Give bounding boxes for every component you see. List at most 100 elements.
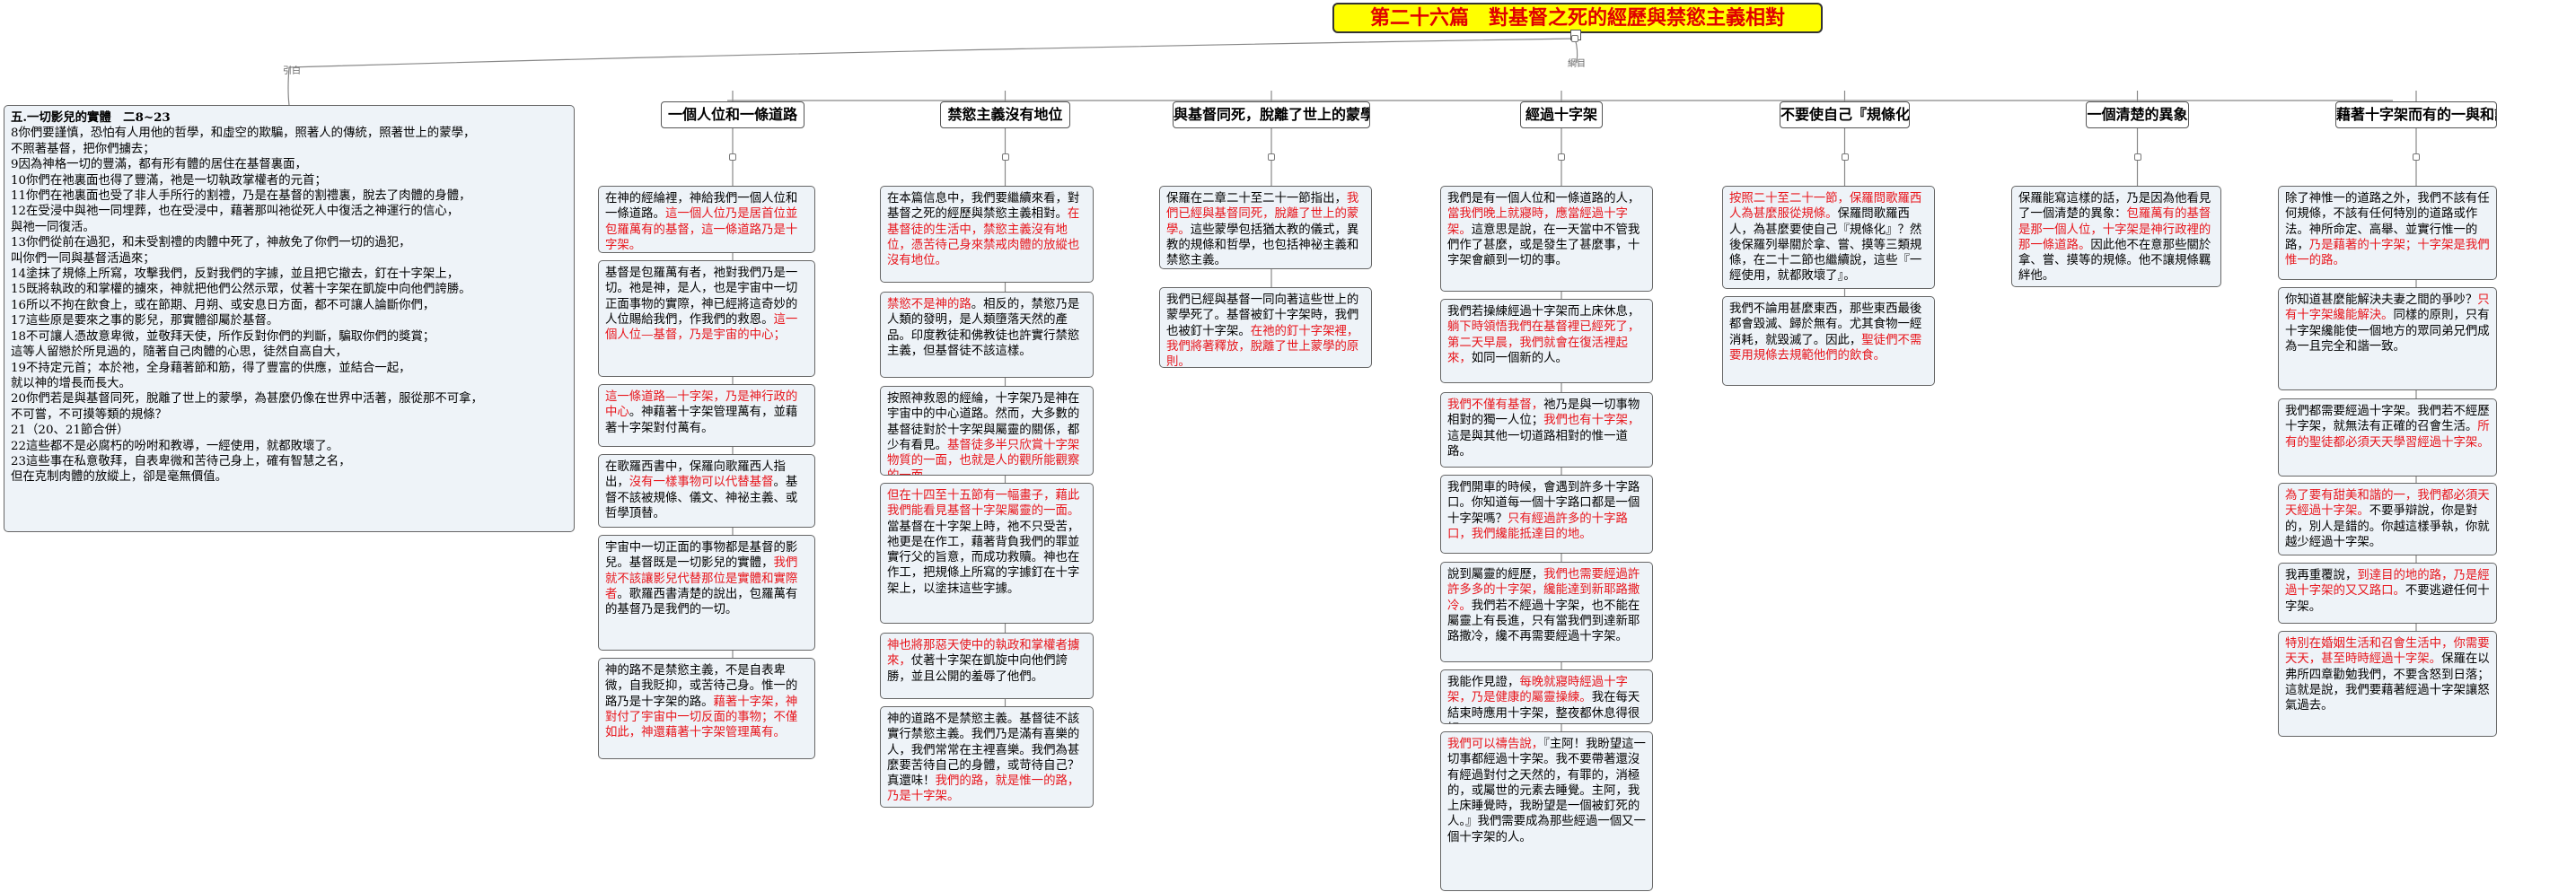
- note-text: 在歌羅西書中，保羅向歌羅西人指出，: [605, 460, 786, 490]
- note-box[interactable]: 特別在婚姻生活和召會生活中，你需要天天，甚至時時經過十字架。保羅在以弗所四章勸勉…: [2278, 631, 2497, 737]
- connector-dot: [1841, 153, 1849, 161]
- note-text: 說到屬靈的經歷，: [1447, 568, 1544, 582]
- note-box[interactable]: 我再重覆說，到達目的地的路，乃是經過十字架的又又路口。不要逃避任何十字架。: [2278, 563, 2497, 624]
- column-header-5[interactable]: 不要使自己『規條化』: [1780, 101, 1910, 128]
- note-text: 。神藉著十字架管理萬有，並藉著十字架對付萬有。: [605, 406, 798, 435]
- scripture-line: 20你們若是與基督同死，脫離了世上的蒙學，為甚麼仍像在世界中活著，服從那不可拿，: [11, 392, 483, 407]
- highlight-text: 但在十四至十五節有一幅畫子，藉此我們能看見基督十字架屬靈的一面。: [887, 489, 1080, 519]
- note-text: 我在每天結束時應用十字架，整夜都休息得很好。: [1447, 691, 1640, 723]
- highlight-text: 每晚就寢時經過十字架，乃是健康的屬靈操練。: [1447, 676, 1628, 705]
- scripture-line: 8你們要謹慎，恐怕有人用他的哲學，和虛空的欺騙，照著人的傳統，照著世上的蒙學，: [11, 127, 476, 141]
- column-header-7[interactable]: 藉著十字架而有的一與和諧: [2335, 101, 2497, 128]
- note-box[interactable]: 神的道路不是禁慾主義。基督徒不該實行禁慾主義。我們乃是滿有喜樂的人，我們常常在主…: [880, 706, 1094, 808]
- connector-dot: [2413, 153, 2420, 161]
- note-box[interactable]: 我們若操練經過十字架而上床休息，躺下時領悟我們在基督裡已經死了，第二天早晨，我們…: [1440, 299, 1653, 383]
- scripture-line: 不可嘗，不可摸等類的規條？: [11, 407, 168, 422]
- scripture-line: 但在克制肉體的放縱上，卻是毫無價值。: [11, 470, 228, 485]
- note-box[interactable]: 但在十四至十五節有一幅畫子，藉此我們能看見基督十字架屬靈的一面。當基督在十字架上…: [880, 483, 1094, 624]
- note-text: 『主阿！我盼望這一切事都經過十字架。我不要帶著還沒有經過對付之天然的，有罪的，消…: [1447, 738, 1646, 844]
- note-text: 不要逃避任何十字架。: [2285, 584, 2490, 614]
- note-text: 宇宙中一切正面的事物都是基督的影兒。基督既是一切影兒的實體，: [605, 541, 798, 571]
- note-box[interactable]: 在歌羅西書中，保羅向歌羅西人指出，沒有一樣事物可以代替基督。基督不該被規條、儀文…: [598, 454, 815, 528]
- note-box[interactable]: 我們是有一個人位和一條道路的人，當我們晚上就寢時，應當經過十字架。這意思是說，在…: [1440, 186, 1653, 292]
- scripture-line: 叫你們一同與基督活過來；: [11, 251, 155, 266]
- note-text: 我能作見證，: [1447, 676, 1520, 689]
- highlight-text: 為了要有甜美和諧的一，我們都必須天天經過十字架。: [2285, 489, 2490, 519]
- note-box[interactable]: 我們開車的時候，會遇到許多十字路口。你知道每一個十字路口都是一個十字架嗎？只有經…: [1440, 475, 1653, 554]
- column-header-1[interactable]: 一個人位和一條道路: [661, 101, 804, 128]
- note-box[interactable]: 保羅能寫這樣的話，乃是因為他看見了一個清楚的異象：包羅萬有的基督是那一個人位，十…: [2011, 186, 2221, 287]
- highlight-text: 乃是藉著的十字架；十字架是我們惟一的路。: [2285, 238, 2490, 268]
- note-text: 仗著十字架在凱旋中向他們誇勝，並且公開的羞辱了他們。: [887, 654, 1068, 684]
- note-box[interactable]: 除了神惟一的道路之外，我們不該有任何規條，不該有任何特別的道路或作法。神所命定、…: [2278, 186, 2497, 280]
- note-text: 神的道路不是禁慾主義。基督徒不該實行禁慾主義。我們乃是滿有喜樂的人，我們常常在主…: [887, 713, 1080, 789]
- highlight-text: 在祂的釘十字架裡，我們將著釋放，脫離了世上蒙學的原則。: [1166, 324, 1359, 368]
- note-text: 這是與其他一切道路相對的惟一道路。: [1447, 429, 1628, 459]
- column-header-3[interactable]: 與基督同死，脫離了世上的蒙學: [1173, 101, 1370, 128]
- highlight-text: 我們也有十字架，: [1543, 414, 1640, 428]
- note-box[interactable]: 我們都需要經過十字架。我們若不經歷十字架，就無法有正確的召會生活。所有的聖徒都必…: [2278, 398, 2497, 477]
- note-box[interactable]: 宇宙中一切正面的事物都是基督的影兒。基督既是一切影兒的實體，我們就不該讓影兒代替…: [598, 535, 815, 651]
- root-topic[interactable]: 第二十六篇 對基督之死的經歷與禁慾主義相對: [1332, 3, 1823, 33]
- scripture-line: 13你們從前在過犯，和未受割禮的肉體中死了，神赦免了你們一切的過犯，: [11, 236, 411, 250]
- note-text: 保羅在二章二十至二十一節指出，: [1166, 192, 1347, 206]
- highlight-text: 我們不僅有基督，: [1447, 398, 1544, 412]
- note-box[interactable]: 你知道甚麼能解決夫妻之間的爭吵？只有十字架纔能解決。同樣的原則，只有十字架纔能使…: [2278, 287, 2497, 390]
- note-text: 保羅問歌羅西人，為甚麼要使自己『規條化』？然後保羅列舉關於拿、嘗、摸等三類規條，…: [1729, 207, 1922, 284]
- note-box[interactable]: 我們已經與基督一同向著這些世上的蒙學死了。基督被釘十字架時，我們也被釘十字架。在…: [1159, 287, 1372, 368]
- note-box[interactable]: 按照二十至二十一節，保羅問歌羅西人為甚麼服從規條。保羅問歌羅西人，為甚麼要使自己…: [1722, 186, 1935, 289]
- highlight-text: 在基督徒的生活中，禁慾主義沒有地位，憑苦待己身來禁戒肉體的放縱也沒有地位。: [887, 207, 1080, 268]
- note-text: 我們已經與基督一同向著這些世上的蒙學死了。基督被釘十字架時，我們也被釘十字架。: [1166, 293, 1359, 338]
- scripture-line: 與祂一同復活。: [11, 220, 95, 234]
- connector-dot: [1571, 35, 1578, 42]
- note-box[interactable]: 我能作見證，每晚就寢時經過十字架，乃是健康的屬靈操練。我在每天結束時應用十字架，…: [1440, 669, 1653, 724]
- column-header-2[interactable]: 禁慾主義沒有地位: [940, 101, 1070, 128]
- scripture-line: 不照著基督，把你們擄去；: [11, 142, 155, 156]
- note-box[interactable]: 神的路不是禁慾主義，不是自表卑微，自我貶抑，或苦待己身。惟一的路乃是十字架的路。…: [598, 658, 815, 759]
- note-text: 。基督不該被規條、儀文、神祕主義、或哲學頂替。: [605, 476, 798, 520]
- scripture-line: 19不持定元首；本於祂，全身藉著節和筋，得了豐富的供應，並結合一起，: [11, 361, 411, 375]
- highlight-text: 只有十字架纔能解決。: [2285, 293, 2490, 323]
- note-text: 我再重覆說，: [2285, 569, 2358, 582]
- column-header-6[interactable]: 一個清楚的異象: [2086, 101, 2189, 128]
- highlight-text: 我們就不該讓影兒代替那位是實體和實際者: [605, 556, 798, 601]
- note-box[interactable]: 我們不論用甚麼東西，那些東西最後都會毀滅、歸於無有。尤其食物一經消耗，就毀滅了。…: [1722, 296, 1935, 386]
- note-box[interactable]: 按照神救恩的經綸，十字架乃是神在宇宙中的中心道路。然而，大多數的基督徒對於十字架…: [880, 386, 1094, 476]
- note-text: 保羅能寫這樣的話，乃是因為他看見了一個清楚的異象：: [2018, 192, 2211, 222]
- note-text: 我們若不經過十字架，也不能在屬靈上有長進，只有當我們到達新耶路撒冷，纔不再需要經…: [1447, 599, 1640, 644]
- scripture-line: 12在受浸中與祂一同埋葬，也在受浸中，藉著那叫祂從死人中復活之神運行的信心，: [11, 205, 460, 219]
- scripture-line: 16所以不拘在飲食上，或在節期、月朔、或安息日方面，都不可讓人論斷你們，: [11, 298, 435, 312]
- scripture-line: 10你們在祂裏面也得了豐滿，祂是一切執政掌權者的元首；: [11, 173, 327, 188]
- note-box[interactable]: 我們可以禱告說，『主阿！我盼望這一切事都經過十字架。我不要帶著還沒有經過對付之天…: [1440, 731, 1653, 891]
- column-header-4[interactable]: 經過十字架: [1520, 101, 1603, 128]
- scripture-line: 18不可讓人憑故意卑微，並敬拜天使，所作反對你們的判斷，騙取你們的獎賞；: [11, 329, 435, 344]
- connector-dot: [1001, 153, 1009, 161]
- note-text: 同樣的原則，只有十字架纔能使一個地方的眾同弟兄們成為一且完全和諧一致。: [2285, 309, 2490, 354]
- note-box[interactable]: 保羅在二章二十至二十一節指出，我們已經與基督同死，脫離了世上的蒙學。這些蒙學包括…: [1159, 186, 1372, 269]
- note-box[interactable]: 在神的經綸裡，神給我們一個人位和一條道路。這一個人位乃是居首位並包羅萬有的基督，…: [598, 186, 815, 253]
- note-box[interactable]: 為了要有甜美和諧的一，我們都必須天天經過十字架。不要爭辯說，你是對的，別人是錯的…: [2278, 483, 2497, 555]
- highlight-text: 特別在婚姻生活和召會生活中，你需要天天，甚至時時經過十字架。: [2285, 637, 2490, 667]
- highlight-text: 按照二十至二十一節，保羅問歌羅西人為甚麼服從規條。: [1729, 192, 1922, 222]
- note-box[interactable]: 這一條道路—十字架，乃是神行政的中心。神藉著十字架管理萬有，並藉著十字架對付萬有…: [598, 384, 815, 447]
- note-box[interactable]: 說到屬靈的經歷，我們也需要經過許許多多的十字架，纔能達到新耶路撒冷。我們若不經過…: [1440, 562, 1653, 662]
- note-box[interactable]: 神也將那惡天使中的執政和掌權者擄來，仗著十字架在凱旋中向他們誇勝，並且公開的羞辱…: [880, 633, 1094, 699]
- intro-scripture-box[interactable]: 五.一切影兒的實體 二8~23 8你們要謹慎，恐怕有人用他的哲學，和虛空的欺騙，…: [4, 105, 575, 532]
- note-text: 除了神惟一的道路之外，我們不該有任何規條，不該有任何特別的道路或作法。神所命定、…: [2285, 192, 2490, 252]
- note-box[interactable]: 基督是包羅萬有者，祂對我們乃是一切。祂是神，是人，也是宇宙中一切正面事物的實際，…: [598, 260, 815, 377]
- note-text: 按照神救恩的經綸，十字架乃是神在宇宙中的中心道路。然而，大多數的基督徒對於十字架…: [887, 392, 1080, 452]
- scripture-line: 11你們在祂裏面也受了非人手所行的割禮，乃是在基督的割禮裏，脫去了肉體的身體，: [11, 189, 471, 204]
- note-box[interactable]: 在本篇信息中，我們要繼續來看，對基督之死的經歷與禁慾主義相對。在基督徒的生活中，…: [880, 186, 1094, 283]
- note-box[interactable]: 我們不僅有基督，祂乃是與一切事物相對的獨一人位；我們也有十字架，這是與其他一切道…: [1440, 392, 1653, 468]
- note-text: 神的路不是禁慾主義，不是自表卑微，自我貶抑，或苦待己身。惟一的路乃是十字架的路。: [605, 664, 798, 709]
- scripture-line: 22這些都不是必腐朽的吩咐和教導，一經使用，就都敗壞了。: [11, 439, 339, 453]
- highlight-text: 躺下時領悟我們在基督裡已經死了，第二天早晨，我們就會在復活裡起來，: [1447, 320, 1640, 365]
- highlight-text: 當我們晚上就寢時，應當經過十字架。: [1447, 207, 1628, 237]
- note-box[interactable]: 禁慾不是神的路。相反的，禁慾乃是人類的發明，是人類墮落天然的產品。印度教徒和佛教…: [880, 292, 1094, 378]
- note-text: 。歌羅西書清楚的說出，包羅萬有的基督乃是我們的一切。: [605, 587, 798, 617]
- highlight-text: 聖徒們不需要用規條去規範他們的飲食。: [1729, 333, 1922, 363]
- scripture-line: 9因為神格一切的豐滿，都有形有體的居住在基督裏面，: [11, 158, 307, 172]
- note-text: 在神的經綸裡，神給我們一個人位和一條道路。: [605, 192, 798, 222]
- highlight-text: 到達目的地的路，乃是經過十字架的又又路口。: [2285, 569, 2490, 599]
- note-text: 基督是包羅萬有者，祂對我們乃是一切。祂是神，是人，也是宇宙中一切正面事物的實際，…: [605, 267, 798, 327]
